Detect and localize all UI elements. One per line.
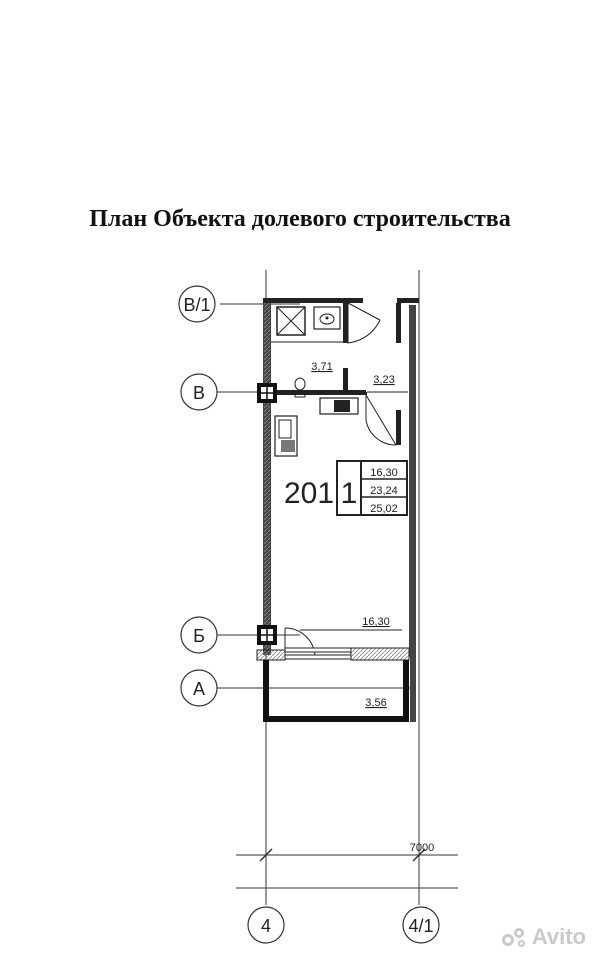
- bath-bottom-wall: [271, 390, 366, 395]
- apartment-number: 201: [284, 477, 334, 510]
- axis-marker-a: [180, 669, 218, 707]
- watermark-text: Avito: [531, 924, 586, 949]
- axis-marker-4: [247, 906, 285, 944]
- balcony-right-wall: [403, 660, 409, 722]
- bath-door: [347, 303, 381, 344]
- balcony-bottom-wall: [263, 716, 409, 722]
- axis-label-4: 4: [261, 916, 271, 936]
- hall-door: [365, 395, 397, 446]
- balcony-left-wall: [263, 660, 269, 720]
- avito-logo-icon: [501, 926, 528, 948]
- shower-tray: [276, 306, 306, 336]
- axis-label-b: Б: [193, 626, 205, 646]
- rooms-count: 1: [341, 477, 358, 510]
- axis-marker-v: [180, 373, 218, 411]
- dimension-label: 7000: [410, 842, 434, 854]
- page-title: План Объекта долевого строительства: [89, 206, 511, 232]
- area-total: 23,24: [370, 485, 398, 497]
- axis-marker-v1: [178, 285, 216, 323]
- area-with-balcony: 25,02: [370, 503, 398, 515]
- room-area-label: 16,30: [362, 616, 390, 628]
- kitchen-cabinet: [319, 397, 359, 415]
- bath-partition-bottom: [343, 368, 348, 390]
- axis-label-v1: В/1: [183, 295, 210, 315]
- toilet: [294, 377, 306, 391]
- sink: [313, 306, 341, 330]
- top-wall-left: [263, 298, 363, 303]
- top-wall-right: [397, 298, 419, 303]
- stove: [274, 415, 298, 457]
- axis-label-4-1: 4/1: [408, 916, 433, 936]
- area-living: 16,30: [370, 467, 398, 479]
- axis-marker-4-1: [402, 906, 440, 944]
- bath-partition-top: [343, 303, 348, 343]
- bath-area-label: 3,71: [311, 361, 332, 373]
- rooms-count-box: [336, 460, 362, 516]
- axis-label-a: А: [193, 679, 205, 699]
- axis-marker-b: [180, 616, 218, 654]
- right-wall: [409, 305, 416, 657]
- watermark: Avito: [501, 924, 586, 950]
- hall-area-label: 3,23: [373, 374, 394, 386]
- balcony-area-label: 3,56: [365, 697, 386, 709]
- axis-label-v: В: [193, 383, 205, 403]
